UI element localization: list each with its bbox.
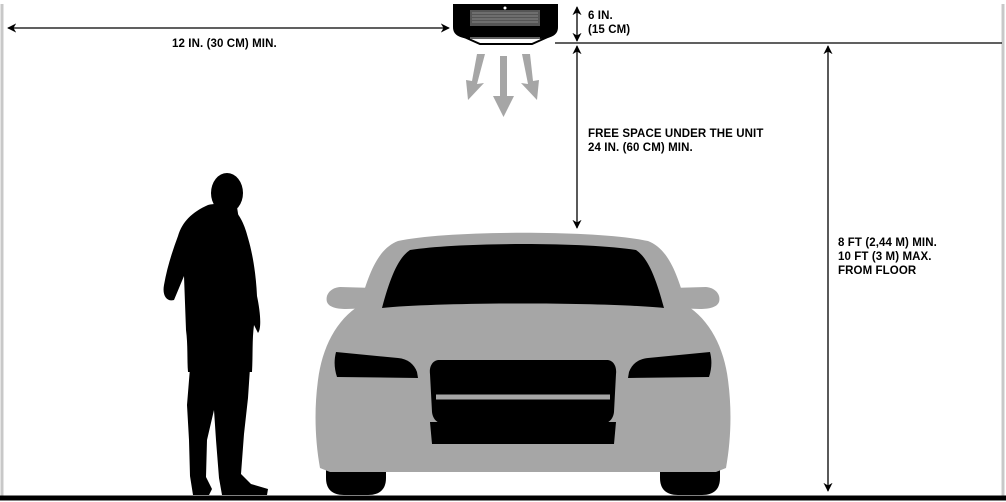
airflow-arrows [466, 54, 539, 117]
car-front [315, 232, 731, 495]
mounting-height-label-line2: 10 FT (3 M) MAX. [838, 251, 932, 263]
free-space-label-line2: 24 IN. (60 CM) MIN. [588, 142, 693, 154]
frame-edges [0, 4, 1006, 501]
person-silhouette [163, 173, 268, 495]
free-space-label-line1: FREE SPACE UNDER THE UNIT [588, 128, 764, 140]
mounting-height-label-line1: 8 FT (2,44 M) MIN. [838, 237, 937, 249]
top-clearance-label-line2: (15 CM) [588, 24, 631, 36]
top-clearance-label-line1: 6 IN. [588, 10, 613, 22]
mounting-height-label-line3: FROM FLOOR [838, 265, 917, 277]
side-clearance-label: 12 IN. (30 CM) MIN. [172, 38, 277, 50]
heater-unit [453, 4, 558, 45]
